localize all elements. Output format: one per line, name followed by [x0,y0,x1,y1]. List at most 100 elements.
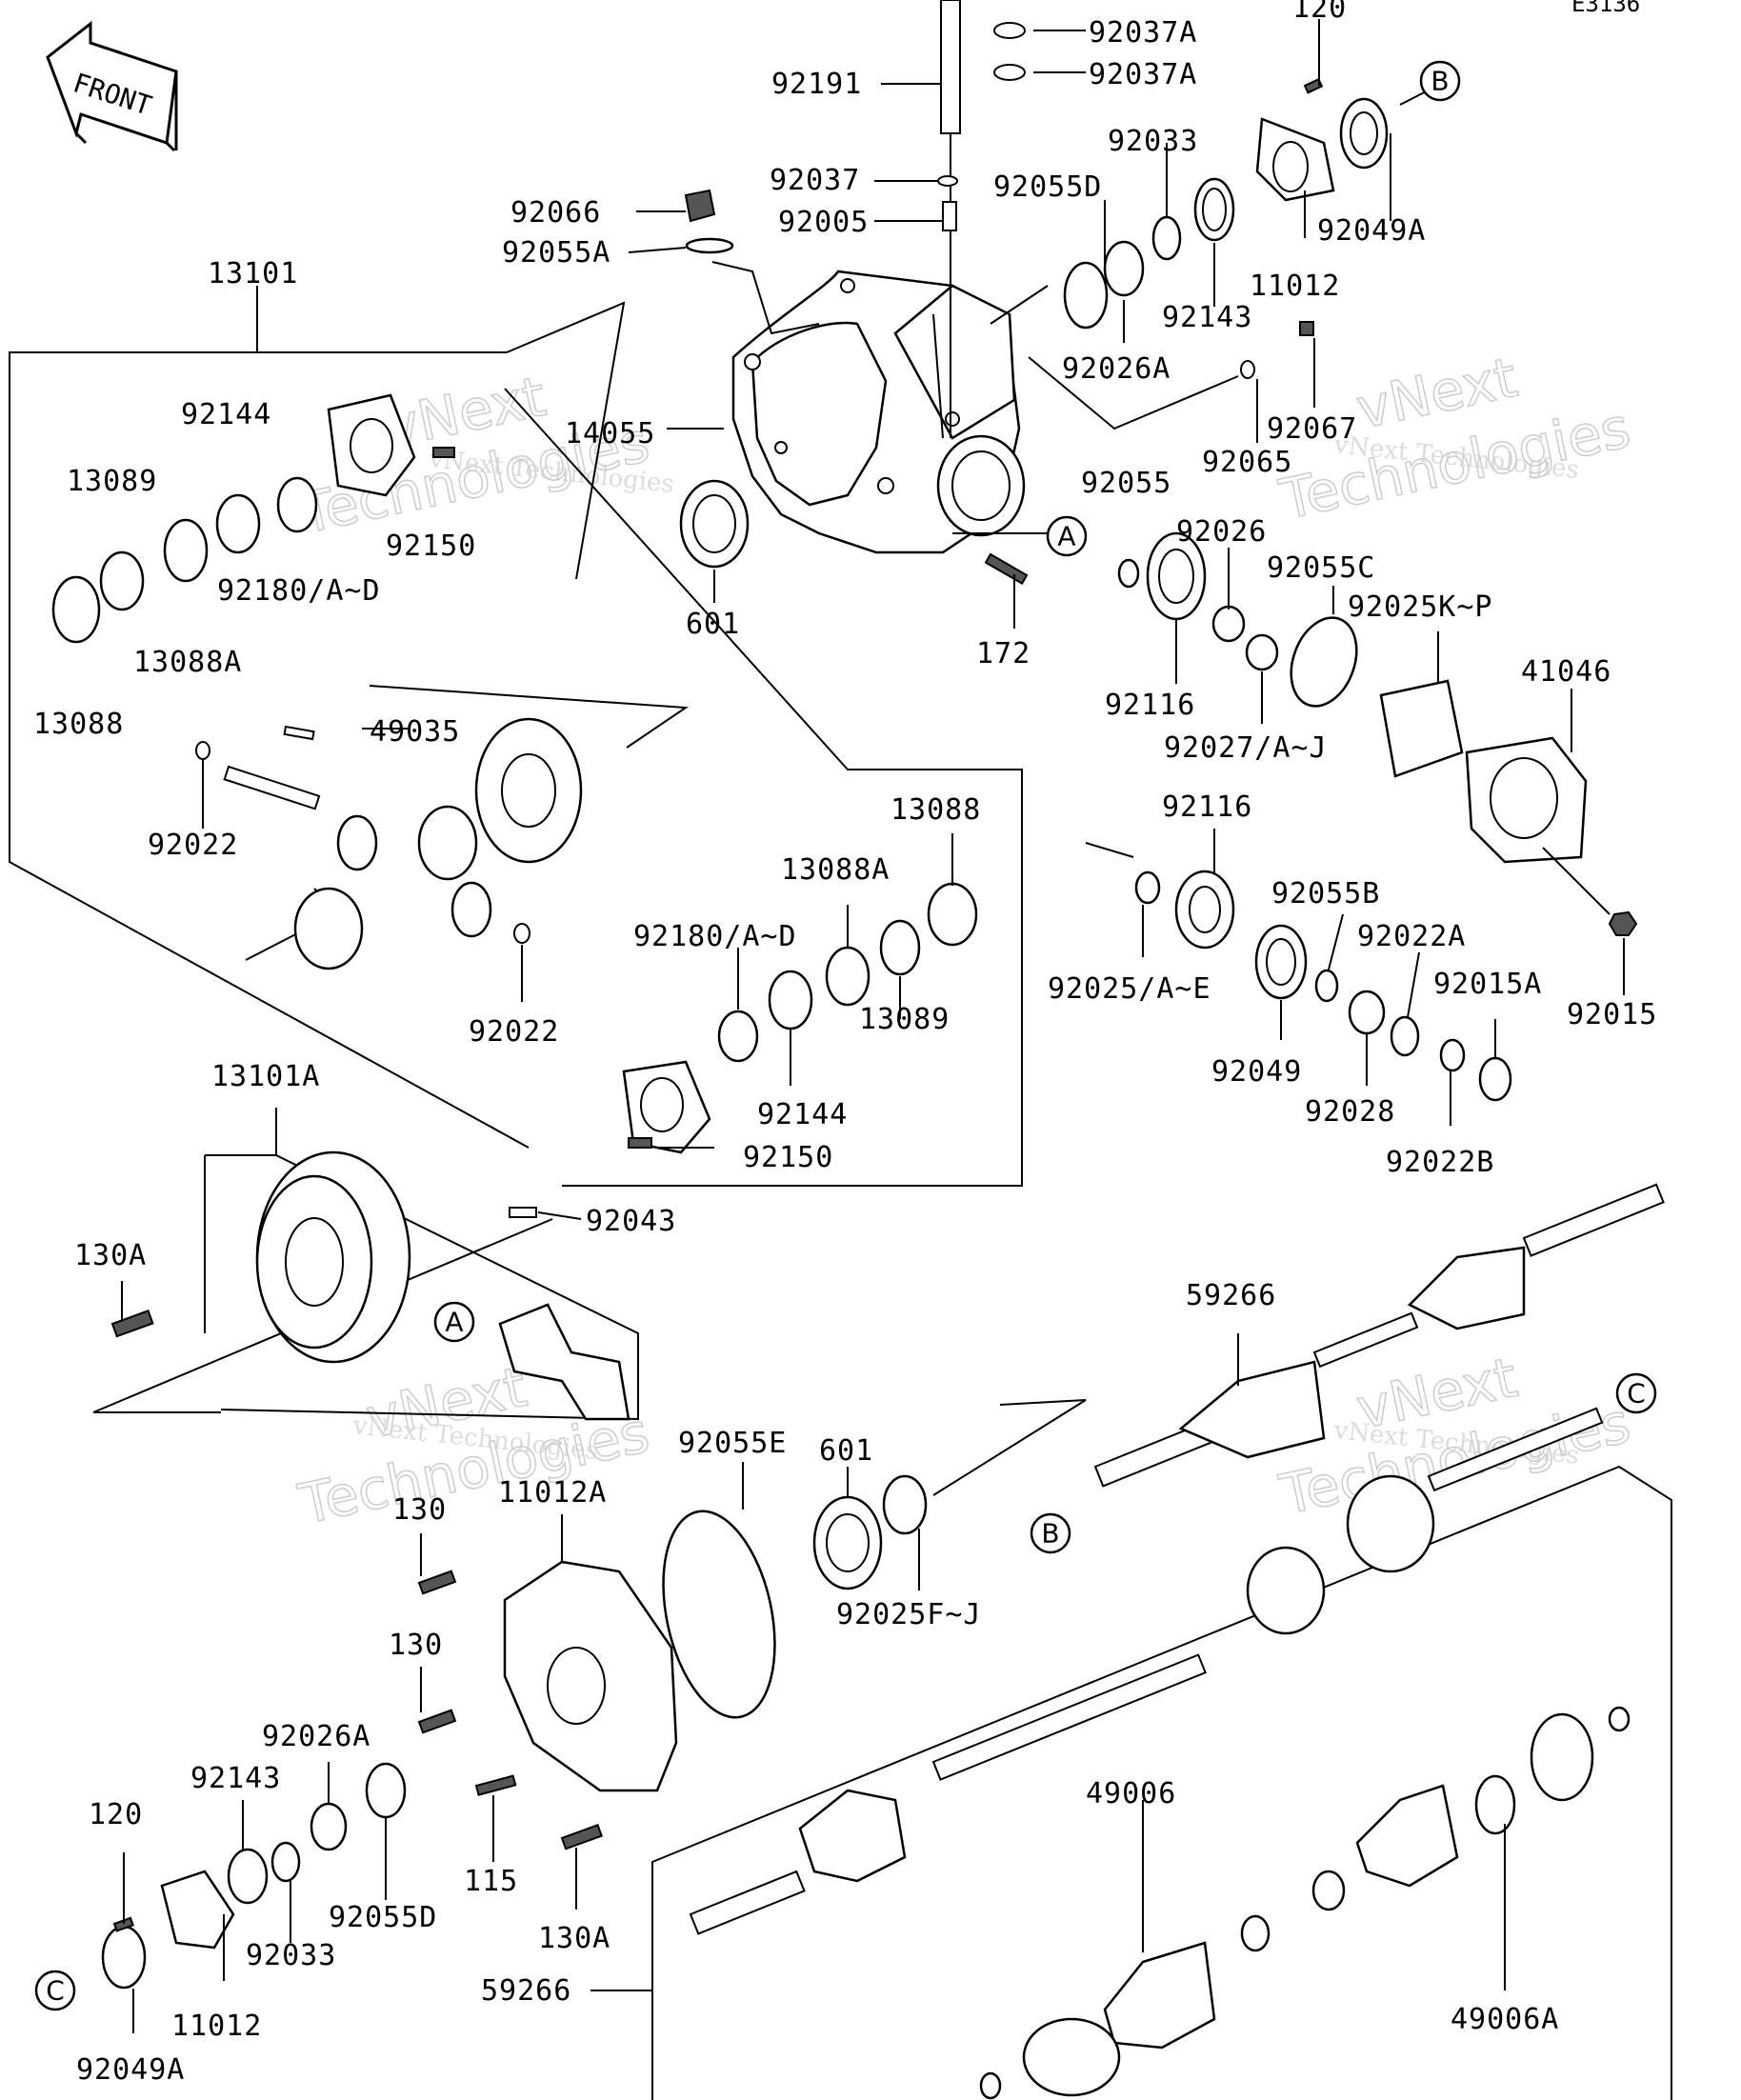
differential-internal-parts [51,393,978,1154]
label-92066: 92066 [510,196,601,230]
callout-B-top-label: B [1431,66,1449,97]
nut-92022A [1390,1015,1420,1057]
label-92022-b: 92022 [469,1015,559,1049]
label-59266-top: 59266 [1186,1279,1276,1312]
label-92043: 92043 [586,1205,676,1238]
callout-C-bot [34,1970,76,2011]
plug-92066 [684,189,716,223]
spline-gear [293,887,364,970]
label-601-top: 601 [686,608,740,641]
label-92037: 92037 [770,164,860,197]
label-14055: 14055 [565,417,655,450]
circlip-92025AE [1134,870,1161,905]
label-92022A: 92022A [1357,920,1466,953]
band-49006A-tip [1608,1706,1631,1732]
label-13101: 13101 [208,257,298,290]
bolt-130-b [417,1709,457,1734]
oring-92055A [685,237,734,254]
parts-group [679,0,1638,936]
label-92026: 92026 [1176,515,1267,549]
label-92027: 92027/A~J [1164,731,1328,765]
ring-gear-13101A [110,1150,630,1421]
label-11012A: 11012A [498,1476,607,1510]
label-92005: 92005 [778,206,869,239]
drive-shaft-59266-lower [689,1407,1604,1935]
bolt-130A-bot [560,1824,603,1850]
watermark-group: vNext vNext Technologies Technologies vN… [292,344,1636,1537]
plate-13088-mid [927,882,978,947]
label-49006: 49006 [1086,1777,1176,1810]
label-130A-bot: 130A [538,1922,610,1955]
label-92037A-1: 92037A [1089,16,1197,50]
label-59266-bot: 59266 [481,1974,571,2008]
label-92065: 92065 [1202,446,1292,479]
drive-shaft-59266-upper [1093,1183,1665,1488]
label-92028: 92028 [1305,1095,1395,1129]
label-172: 172 [976,637,1031,670]
label-92049: 92049 [1211,1055,1302,1089]
washer-92022B [1439,1038,1466,1072]
drive-pinion [498,1303,630,1421]
assembly-13101-outline [9,286,1023,1187]
label-92049A-top: 92049A [1317,214,1426,248]
callout-C-mid [1615,1372,1657,1414]
label-13101A: 13101A [211,1060,320,1093]
plate-13088-top [51,575,101,644]
shim-92026 [1211,605,1246,643]
label-13089-top: 13089 [67,465,157,498]
output-parts [1134,870,1512,1102]
label-120-top: 120 [1292,0,1347,25]
fitting-92005 [942,201,957,231]
side-gear [417,805,478,881]
pin-49035 [283,725,315,741]
label-92026A-bot: 92026A [262,1720,370,1753]
band-49006-lg [1022,2017,1121,2097]
label-92116-mid: 92116 [1162,790,1252,824]
pin-92043 [509,1207,537,1218]
label-601-bot: 601 [819,1434,873,1468]
shim-92180-top [276,476,318,533]
label-130A-top: 130A [74,1239,147,1272]
shaft-92191 [940,0,961,134]
bolt-92150-mid [628,1137,652,1149]
label-13088-top: 13088 [33,708,124,741]
band-49006-top [1240,1914,1271,1952]
bolt-115 [474,1774,517,1796]
bolt-130-a [417,1570,457,1595]
circlip-92033-top [1151,215,1182,261]
callout-C-bot-label: C [46,1975,65,2007]
front-arrow-icon: FRONT [46,20,178,152]
label-92025KP: 92025K~P [1348,590,1493,624]
washer-92065 [1240,360,1255,379]
boot-49006 [1103,1941,1216,2050]
label-92144-mid: 92144 [757,1098,848,1131]
label-92025AE: 92025/A~E [1048,972,1211,1006]
label-92055A: 92055A [502,236,610,270]
label-13088A-top: 13088A [133,646,242,679]
diagram-code: E3136 [1571,0,1640,17]
shaft-59266-outline [651,1399,1672,2100]
label-92055B: 92055B [1271,877,1380,910]
callout-A-mid-label: A [445,1307,463,1338]
bolt-120-bot [112,1916,134,1932]
label-49006A: 49006A [1451,2003,1559,2036]
label-115: 115 [464,1865,518,1898]
label-92026A-top: 92026A [1062,352,1171,386]
label-92144-top: 92144 [181,398,271,431]
label-92022B: 92022B [1386,1146,1494,1179]
oring-92055B [1314,969,1339,1003]
seal-92049A-bot [101,1925,147,1990]
label-92143-bot: 92143 [190,1762,281,1795]
callout-circles: B A A B C C [34,60,1657,2011]
gasket-92025KP [1379,679,1464,778]
plug-92067 [1299,321,1314,336]
label-92180-mid: 92180/A~D [633,920,797,953]
band-49006A-mid [1474,1774,1516,1835]
cone-13088A-mid [825,946,870,1007]
shim-92025FJ [882,1474,928,1535]
clip-92037A-2 [993,64,1026,81]
clip-92037A-1 [993,22,1026,39]
label-92067: 92067 [1267,412,1357,446]
boot-49006A [1355,1784,1459,1888]
callout-A-top-label: A [1057,521,1075,552]
